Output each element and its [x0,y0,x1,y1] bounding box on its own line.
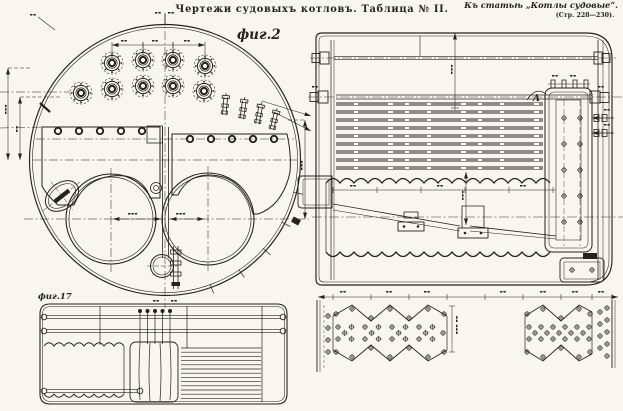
rivet-pattern-left [332,304,458,362]
side-view-dimensions [318,33,618,300]
plan-combustion-chamber [129,341,179,403]
seam-edge-left [316,300,332,372]
fig2-label: фиг.2 [237,27,281,43]
flanged-openings [69,48,217,105]
section-marker-a: A [532,94,540,104]
plan-stay-rods [40,313,287,395]
blowdown-fitting [147,246,182,289]
stay-tube-fittings [220,92,282,132]
arc-ticks [209,191,303,294]
furnace-openings [65,172,255,266]
sheet-texts: Чертежи судовыхъ котловъ. Таблица № II. … [38,0,618,302]
plan-stay-bolts [138,309,172,344]
combustion-chamber [526,74,614,253]
fig2-front-view [0,11,312,308]
shell-outline [297,32,613,286]
fig2-dimensions [4,11,312,302]
seam-edge-right [596,300,616,368]
side-view-section [297,32,623,300]
fire-tubes-side [336,102,543,170]
centerlines [0,15,309,308]
manhole-oval [42,180,82,212]
rivet-pattern-right [523,304,594,362]
plan-partitions [99,306,263,402]
fig17-label: фиг.17 [38,292,72,302]
page-reference: (Стр. 228—230). [556,12,614,19]
rivet-seam-diagrams [316,300,616,372]
stay-bolt-studs [592,108,614,137]
plan-tube-bank [181,347,261,399]
plan-corrugated-furnace [43,342,125,398]
grate-and-bearers [332,203,557,240]
shell-fittings [39,102,301,226]
sheet-title: Чертежи судовыхъ котловъ. Таблица № II. [175,4,448,15]
stay-rods [308,36,623,104]
fig17-plan-view [39,303,288,405]
article-reference: Къ статьѣ „Котлы судовые“. [463,0,618,10]
rear-bracket [559,253,605,283]
